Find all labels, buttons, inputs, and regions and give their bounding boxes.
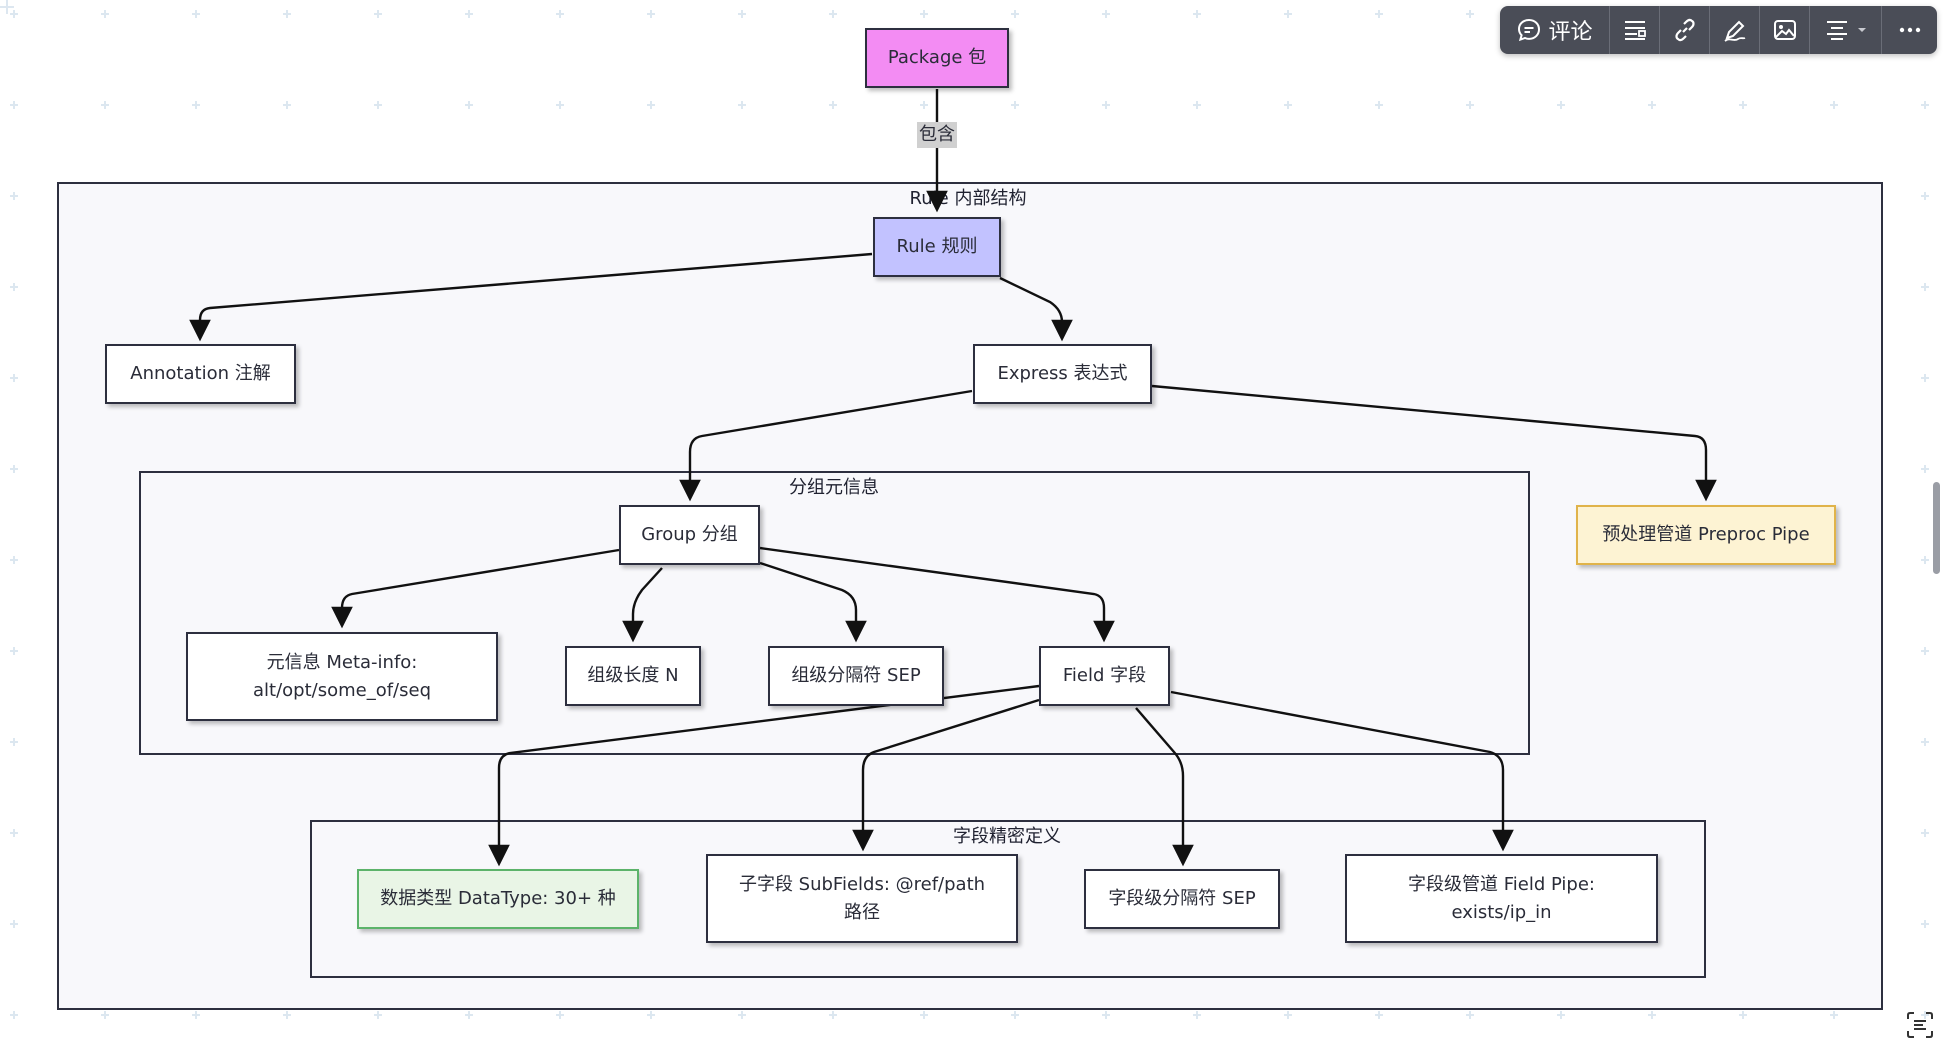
node-datatype-label: 数据类型 DataType: 30+ 种 <box>380 888 616 909</box>
node-subfields-line2: 路径 <box>844 901 880 923</box>
floating-toolbar: 评论 <box>1500 6 1937 54</box>
more-button[interactable] <box>1882 6 1937 54</box>
node-subfields[interactable]: 子字段 SubFields: @ref/path 路径 <box>706 854 1018 943</box>
more-icon <box>1899 27 1920 33</box>
edge-label-contains: 包含 <box>917 122 957 148</box>
edge-field-pipe <box>1170 690 1514 852</box>
node-meta-info-line1: 元信息 Meta-info: <box>266 651 418 673</box>
image-icon <box>1773 20 1796 40</box>
node-group[interactable]: Group 分组 <box>619 505 760 565</box>
node-package-label: Package 包 <box>887 47 987 68</box>
node-field-pipe[interactable]: 字段级管道 Field Pipe: exists/ip_in <box>1345 854 1658 943</box>
node-group-separator-label: 组级分隔符 SEP <box>791 665 921 686</box>
node-meta-info[interactable]: 元信息 Meta-info: alt/opt/some_of/seq <box>186 632 498 721</box>
align-dropdown-icon <box>1826 21 1847 40</box>
text-recognition-icon[interactable] <box>1905 1010 1935 1040</box>
node-package[interactable]: Package 包 <box>865 28 1009 88</box>
comment-button[interactable]: 评论 <box>1500 6 1610 54</box>
edge-group-field <box>759 546 1115 643</box>
node-annotation[interactable]: Annotation 注解 <box>105 344 296 404</box>
edge-group-length <box>622 567 663 643</box>
subgraph-field-definition-title: 字段精密定义 <box>953 826 1061 847</box>
link-icon <box>1674 18 1695 42</box>
node-field-pipe-line1: 字段级管道 Field Pipe: <box>1407 873 1595 895</box>
node-express[interactable]: Express 表达式 <box>973 344 1152 404</box>
node-rule-label: Rule 规则 <box>896 236 978 257</box>
edge-field-subfields <box>852 698 1040 852</box>
node-field[interactable]: Field 字段 <box>1039 646 1170 706</box>
node-group-length[interactable]: 组级长度 N <box>565 646 701 706</box>
comment-icon <box>1518 18 1541 42</box>
node-field-separator[interactable]: 字段级分隔符 SEP <box>1084 869 1280 929</box>
node-field-pipe-line2: exists/ip_in <box>1451 901 1552 923</box>
link-button[interactable] <box>1660 6 1710 54</box>
edge-field-sep <box>1135 707 1194 867</box>
vertical-scrollbar[interactable] <box>1933 482 1940 574</box>
node-rule[interactable]: Rule 规则 <box>873 217 1001 277</box>
edge-express-preproc <box>1151 384 1717 502</box>
node-datatype[interactable]: 数据类型 DataType: 30+ 种 <box>357 869 639 929</box>
node-subfields-line1: 子字段 SubFields: @ref/path <box>738 873 986 895</box>
edge-express-group <box>679 389 973 502</box>
node-express-label: Express 表达式 <box>997 363 1128 384</box>
pen-button[interactable] <box>1710 6 1760 54</box>
node-field-separator-label: 字段级分隔符 SEP <box>1108 888 1256 909</box>
node-group-separator[interactable]: 组级分隔符 SEP <box>768 646 944 706</box>
edge-field-datatype <box>488 684 1040 867</box>
edge-group-meta <box>331 548 620 629</box>
comment-button-label: 评论 <box>1548 20 1593 45</box>
node-group-label: Group 分组 <box>641 524 738 545</box>
align-dropdown-button[interactable] <box>1810 6 1882 54</box>
edge-rule-express <box>999 276 1073 342</box>
text-block-icon <box>1624 21 1646 40</box>
edge-group-sep <box>759 561 867 643</box>
node-group-length-label: 组级长度 N <box>587 665 679 686</box>
chevron-down-icon <box>1857 28 1866 32</box>
edge-rule-annotation <box>189 252 873 342</box>
node-field-label: Field 字段 <box>1062 665 1147 686</box>
node-preproc-pipe[interactable]: 预处理管道 Preproc Pipe <box>1576 505 1836 565</box>
node-annotation-label: Annotation 注解 <box>130 363 271 384</box>
pen-icon <box>1723 20 1745 42</box>
image-button[interactable] <box>1760 6 1810 54</box>
node-meta-info-line2: alt/opt/some_of/seq <box>252 679 431 701</box>
text-block-button[interactable] <box>1610 6 1660 54</box>
subgraph-group-meta-title: 分组元信息 <box>789 477 879 498</box>
node-preproc-pipe-label: 预处理管道 Preproc Pipe <box>1602 524 1810 545</box>
